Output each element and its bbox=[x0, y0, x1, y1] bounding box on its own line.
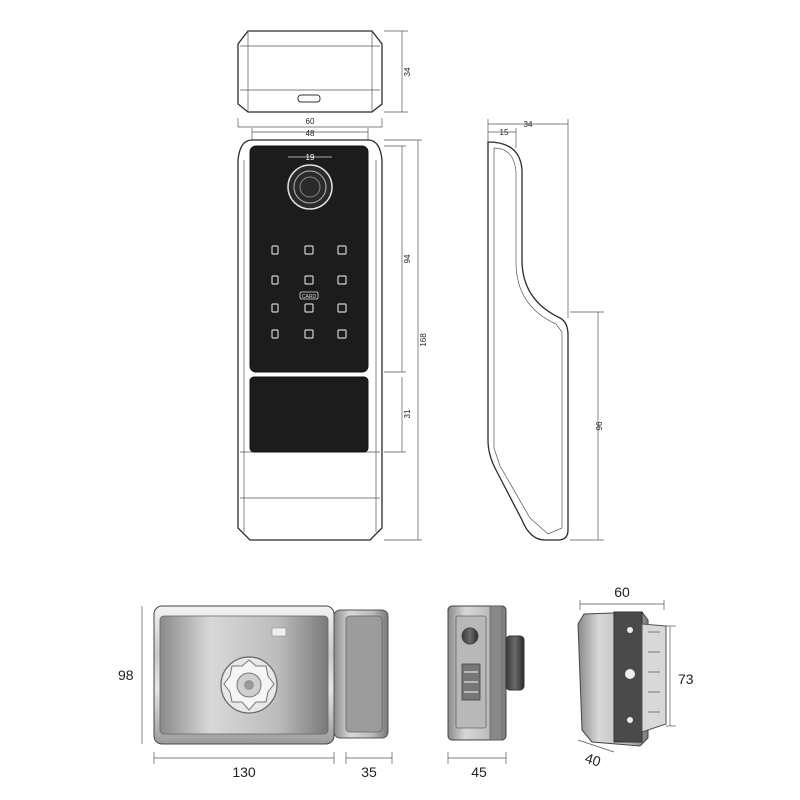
dim-front-inner-width: 48 bbox=[306, 129, 315, 138]
dim-bracket-depth: 40 bbox=[583, 750, 603, 770]
dim-handle-height: 31 bbox=[403, 409, 412, 418]
keypad-keys[interactable] bbox=[271, 245, 347, 339]
dim-fingerprint-width: 19 bbox=[306, 153, 315, 162]
side-view: 34 15 96 bbox=[487, 119, 604, 541]
dim-lock-height: 98 bbox=[118, 667, 134, 683]
handle-panel[interactable] bbox=[249, 376, 369, 453]
front-view: 19 CARD 168 94 31 bbox=[237, 139, 428, 541]
dim-side-lower-height: 96 bbox=[595, 421, 604, 430]
dim-lock-side-width: 45 bbox=[471, 764, 487, 780]
lock-knob-icon[interactable] bbox=[220, 656, 278, 714]
keypad-panel bbox=[249, 145, 369, 373]
dim-lock-bolt-width: 35 bbox=[361, 764, 377, 780]
dim-keypad-height: 94 bbox=[403, 254, 412, 263]
dim-top-height: 34 bbox=[403, 67, 412, 76]
dim-total-height: 168 bbox=[419, 333, 428, 347]
dim-front-width: 60 bbox=[306, 117, 315, 126]
dim-bracket-width: 60 bbox=[614, 584, 630, 600]
keyhole-icon bbox=[297, 94, 321, 103]
strike-bracket: 60 73 40 bbox=[577, 584, 694, 770]
rim-lock-side: 45 bbox=[447, 605, 525, 780]
dim-lock-width: 130 bbox=[232, 764, 256, 780]
dim-bracket-height: 73 bbox=[678, 671, 694, 687]
rim-lock-front: 98 130 35 bbox=[118, 605, 393, 780]
dim-side-top-depth: 15 bbox=[500, 128, 509, 137]
dim-side-depth: 34 bbox=[524, 120, 533, 129]
fingerprint-sensor-icon[interactable] bbox=[287, 164, 333, 210]
top-view: 34 bbox=[237, 30, 412, 113]
card-label: CARD bbox=[302, 294, 317, 300]
